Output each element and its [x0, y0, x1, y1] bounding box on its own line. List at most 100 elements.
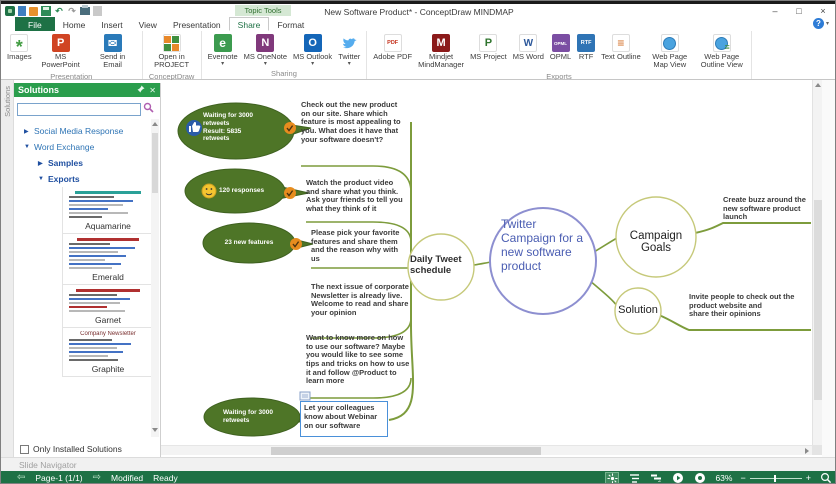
maximize-button[interactable]: □	[796, 5, 802, 16]
expanded-arrow-icon[interactable]: ▼	[38, 176, 44, 182]
scrollbar-thumb[interactable]	[152, 133, 158, 193]
slide-navigator-bar[interactable]: Slide Navigator	[1, 457, 835, 471]
node-campaign-goals-label[interactable]: Campaign Goals	[629, 230, 683, 254]
collapsed-arrow-icon[interactable]: ▶	[38, 160, 43, 167]
map-view-icon[interactable]	[605, 472, 620, 483]
rtf-button[interactable]: RTF	[574, 33, 598, 62]
tab-home[interactable]: Home	[62, 19, 86, 30]
only-installed-row[interactable]: Only Installed Solutions	[20, 444, 122, 454]
close-button[interactable]: ×	[820, 5, 826, 16]
redo-icon[interactable]: ↷	[68, 5, 76, 16]
scroll-right-icon[interactable]	[805, 448, 809, 454]
topic-invite-people[interactable]: Invite people to check out the product w…	[689, 292, 795, 319]
topic-tips-tricks[interactable]: Want to know more on how to use our soft…	[306, 333, 410, 386]
sidebar-scrollbar[interactable]	[151, 119, 159, 437]
topic-watch-video[interactable]: Watch the product video and share what y…	[306, 178, 403, 214]
node-daily-tweet-circle[interactable]	[407, 233, 475, 301]
ms-project-button[interactable]: MS Project	[467, 33, 510, 62]
tree-item-social-media-response[interactable]: ▶ Social Media Response	[24, 126, 124, 136]
contextual-tab-group: Topic Tools	[235, 5, 291, 16]
print-preview-icon[interactable]	[93, 6, 102, 16]
callout-text: Waiting for 3000 retweets Result: 5835 r…	[203, 112, 253, 143]
slideshow-icon[interactable]	[671, 472, 685, 483]
thumbnail-aquamarine[interactable]: Aquamarine	[62, 187, 154, 234]
solutions-tree: ▶ Social Media Response ▼ Word Exchange …	[14, 120, 160, 187]
mindmap-canvas[interactable]: Waiting for 3000 retweets Result: 5835 r…	[161, 80, 812, 445]
evernote-button[interactable]: Evernote ▾	[205, 33, 241, 68]
zoom-slider-thumb[interactable]	[773, 474, 776, 482]
search-input[interactable]	[17, 102, 141, 116]
tab-format[interactable]: Format	[277, 19, 305, 30]
topic-create-buzz[interactable]: Create buzz around the new software prod…	[723, 195, 806, 222]
ms-powerpoint-button[interactable]: MS PowerPoint	[35, 33, 87, 71]
tree-item-exports[interactable]: ▼ Exports	[38, 174, 80, 184]
twitter-button[interactable]: Twitter ▾	[335, 33, 363, 68]
zoom-out-button[interactable]: −	[740, 472, 746, 483]
adobe-pdf-button[interactable]: Adobe PDF	[370, 33, 415, 62]
images-button[interactable]: Images	[4, 33, 35, 62]
node-daily-tweet-label[interactable]: Daily Tweet schedule	[410, 254, 462, 276]
web-page-map-view-button[interactable]: Web Page Map View	[644, 33, 696, 71]
search-icon[interactable]	[143, 100, 154, 118]
topic-webinar-selected[interactable]: Let your colleagues know about Webinar o…	[300, 401, 388, 437]
close-panel-icon[interactable]: ✕	[149, 85, 156, 95]
tree-item-samples[interactable]: ▶ Samples	[38, 158, 83, 168]
topic-check-out[interactable]: Check out the new product on our site. S…	[301, 100, 401, 144]
canvas-vertical-scrollbar[interactable]	[812, 80, 822, 445]
ms-onenote-button[interactable]: MS OneNote ▾	[241, 33, 290, 68]
tab-file[interactable]: File	[15, 17, 55, 31]
expanded-arrow-icon[interactable]: ▼	[24, 144, 30, 150]
zoom-fit-icon[interactable]	[819, 472, 833, 483]
tab-view[interactable]: View	[138, 19, 157, 30]
thumbnail-graphite[interactable]: Company Newsletter Graphite	[62, 328, 154, 377]
undo-icon[interactable]: ↶	[55, 5, 63, 16]
scrollbar-thumb[interactable]	[271, 447, 541, 455]
node-central-circle[interactable]	[489, 207, 597, 315]
canvas-horizontal-scrollbar[interactable]	[161, 445, 812, 455]
web-page-outline-view-button[interactable]: Web Page Outline View	[696, 33, 748, 71]
scroll-up-icon[interactable]	[814, 83, 821, 87]
new-document-icon[interactable]	[18, 6, 26, 16]
save-icon[interactable]	[41, 6, 51, 16]
node-solution-label[interactable]: Solution	[618, 304, 658, 316]
tree-item-word-exchange[interactable]: ▼ Word Exchange	[24, 142, 95, 152]
tab-presentation[interactable]: Presentation	[172, 19, 221, 30]
node-central-label[interactable]: Twitter Campaign for a new software prod…	[501, 217, 584, 273]
tab-insert[interactable]: Insert	[101, 19, 123, 30]
node-solution-circle[interactable]	[614, 287, 662, 335]
ms-word-button[interactable]: MS Word	[510, 33, 547, 62]
help-button[interactable]: ? ▾	[812, 18, 829, 29]
scrollbar-corner	[812, 445, 822, 455]
outline-view-icon[interactable]	[627, 472, 641, 483]
pin-icon[interactable]	[137, 85, 145, 95]
minimize-button[interactable]: –	[772, 5, 778, 16]
zoom-slider-track[interactable]	[749, 474, 802, 482]
gantt-view-icon[interactable]	[649, 472, 663, 483]
ms-outlook-button[interactable]: MS Outlook ▾	[290, 33, 335, 68]
mindjet-mindmanager-button[interactable]: Mindjet MindManager	[415, 33, 467, 71]
topic-pick-features[interactable]: Please pick your favorite features and s…	[311, 228, 400, 264]
topic-newsletter[interactable]: The next issue of corporate Newsletter i…	[311, 282, 409, 318]
scroll-down-icon[interactable]	[152, 428, 158, 432]
scrollbar-thumb[interactable]	[814, 200, 822, 400]
previous-page-icon[interactable]: ⇦	[17, 472, 26, 483]
only-installed-checkbox[interactable]	[20, 444, 29, 454]
open-in-project-button[interactable]: Open in PROJECT	[146, 33, 198, 71]
print-icon[interactable]	[80, 5, 90, 15]
node-campaign-goals-circle[interactable]	[615, 196, 697, 278]
send-in-email-button[interactable]: Send in Email	[87, 33, 139, 71]
scroll-up-icon[interactable]	[152, 122, 158, 126]
text-outline-button[interactable]: Text Outline	[598, 33, 644, 62]
tab-share[interactable]: Share	[228, 17, 270, 31]
opml-button[interactable]: OPML	[547, 33, 574, 62]
thumbnail-emerald[interactable]: Emerald	[62, 234, 154, 285]
zoom-slider[interactable]: − +	[740, 472, 811, 483]
next-page-icon[interactable]: ⇨	[92, 472, 102, 483]
zoom-in-button[interactable]: +	[805, 472, 811, 483]
thumbnail-garnet[interactable]: Garnet	[62, 285, 154, 328]
collapsed-arrow-icon[interactable]: ▶	[24, 128, 29, 135]
open-icon[interactable]	[29, 6, 38, 16]
presentation-mode-icon[interactable]	[693, 472, 707, 483]
evernote-icon	[213, 34, 232, 52]
sidebar-vertical-tab[interactable]: Solutions	[1, 80, 14, 457]
